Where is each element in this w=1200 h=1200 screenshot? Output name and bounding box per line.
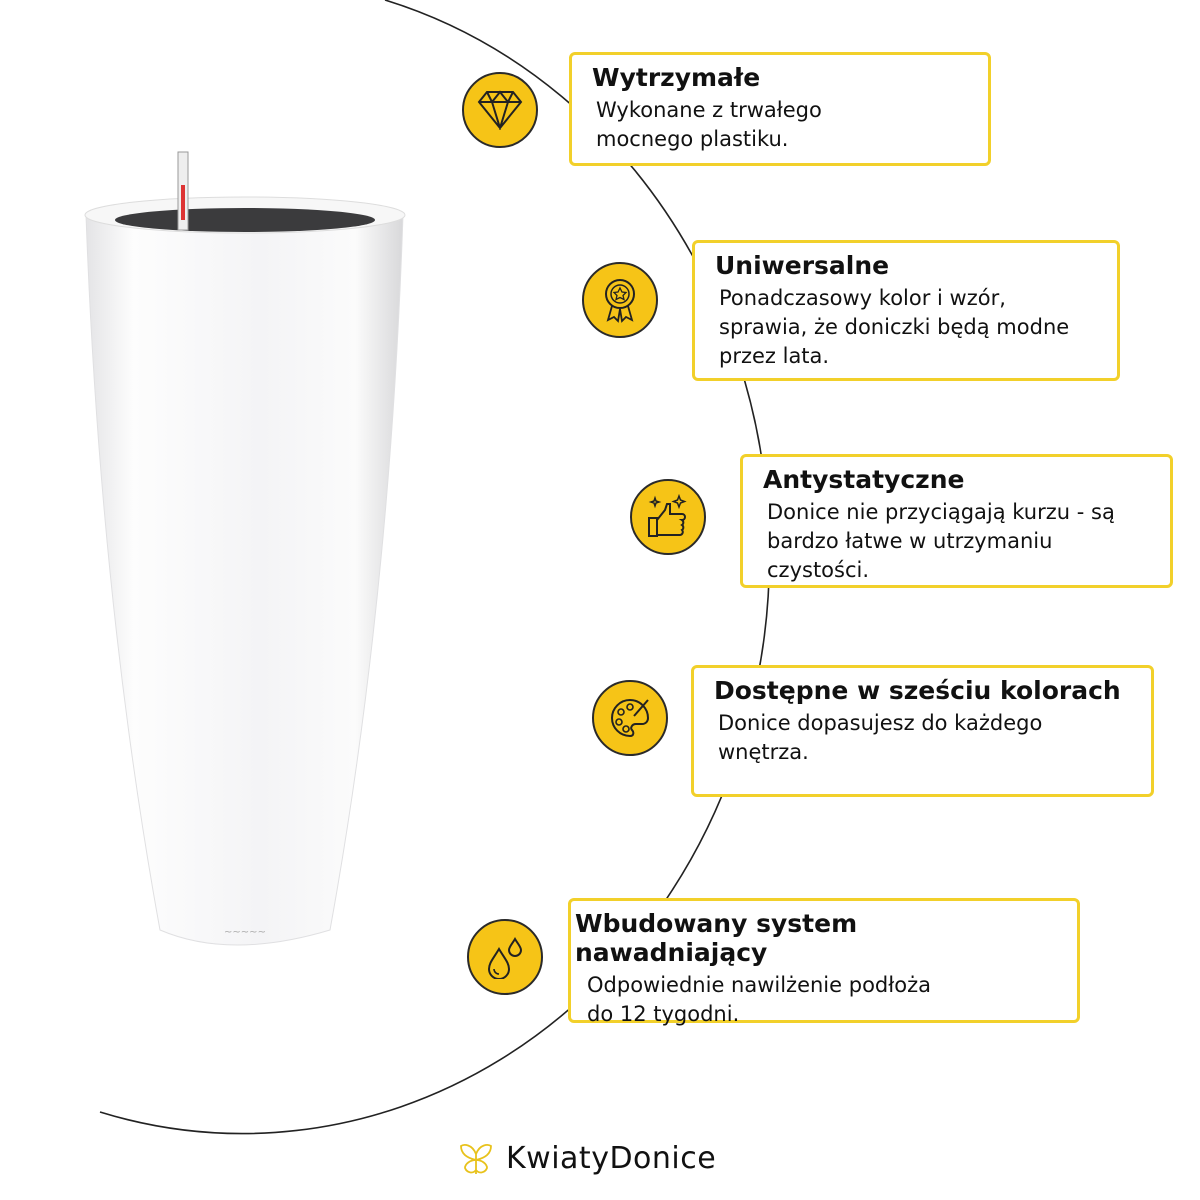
feature-title: Antystatyczne bbox=[763, 465, 965, 494]
feature-card-antistatic: Antystatyczne Donice nie przyciągają kur… bbox=[740, 454, 1173, 588]
feature-text: Odpowiednie nawilżenie podłoża do 12 tyg… bbox=[587, 973, 931, 1026]
feature-text: Ponadczasowy kolor i wzór, sprawia, że d… bbox=[719, 286, 1070, 368]
feature-card-irrigation: Wbudowany system nawadniający Odpowiedni… bbox=[568, 898, 1080, 1026]
butterfly-logo-icon bbox=[460, 1144, 492, 1174]
planter-image: ~~~~~ bbox=[84, 151, 406, 946]
feature-title: Wytrzymałe bbox=[592, 63, 761, 92]
feature-text: Donice nie przyciągają kurzu - są bardzo… bbox=[767, 500, 1115, 582]
diamond-icon bbox=[462, 72, 538, 148]
brand-logo: KwiatyDonice bbox=[458, 1140, 716, 1176]
feature-card-colors: Dostępne w sześciu kolorach Donice dopas… bbox=[691, 665, 1154, 797]
thumbs-up-sparkle-icon bbox=[630, 479, 706, 555]
feature-title: Dostępne w sześciu kolorach bbox=[714, 676, 1121, 705]
feature-title: Uniwersalne bbox=[715, 251, 890, 280]
feature-title: Wbudowany system nawadniający bbox=[575, 909, 858, 967]
svg-text:~~~~~: ~~~~~ bbox=[224, 927, 266, 938]
feature-text: Donice dopasujesz do każdego wnętrza. bbox=[718, 711, 1043, 764]
water-drops-icon bbox=[467, 919, 543, 995]
palette-icon bbox=[592, 680, 668, 756]
feature-card-durable: Wytrzymałe Wykonane z trwałego mocnego p… bbox=[569, 52, 991, 166]
award-medal-icon bbox=[582, 262, 658, 338]
brand-name: KwiatyDonice bbox=[506, 1140, 717, 1176]
feature-text: Wykonane z trwałego mocnego plastiku. bbox=[596, 98, 822, 151]
feature-card-universal: Uniwersalne Ponadczasowy kolor i wzór, s… bbox=[692, 240, 1120, 381]
